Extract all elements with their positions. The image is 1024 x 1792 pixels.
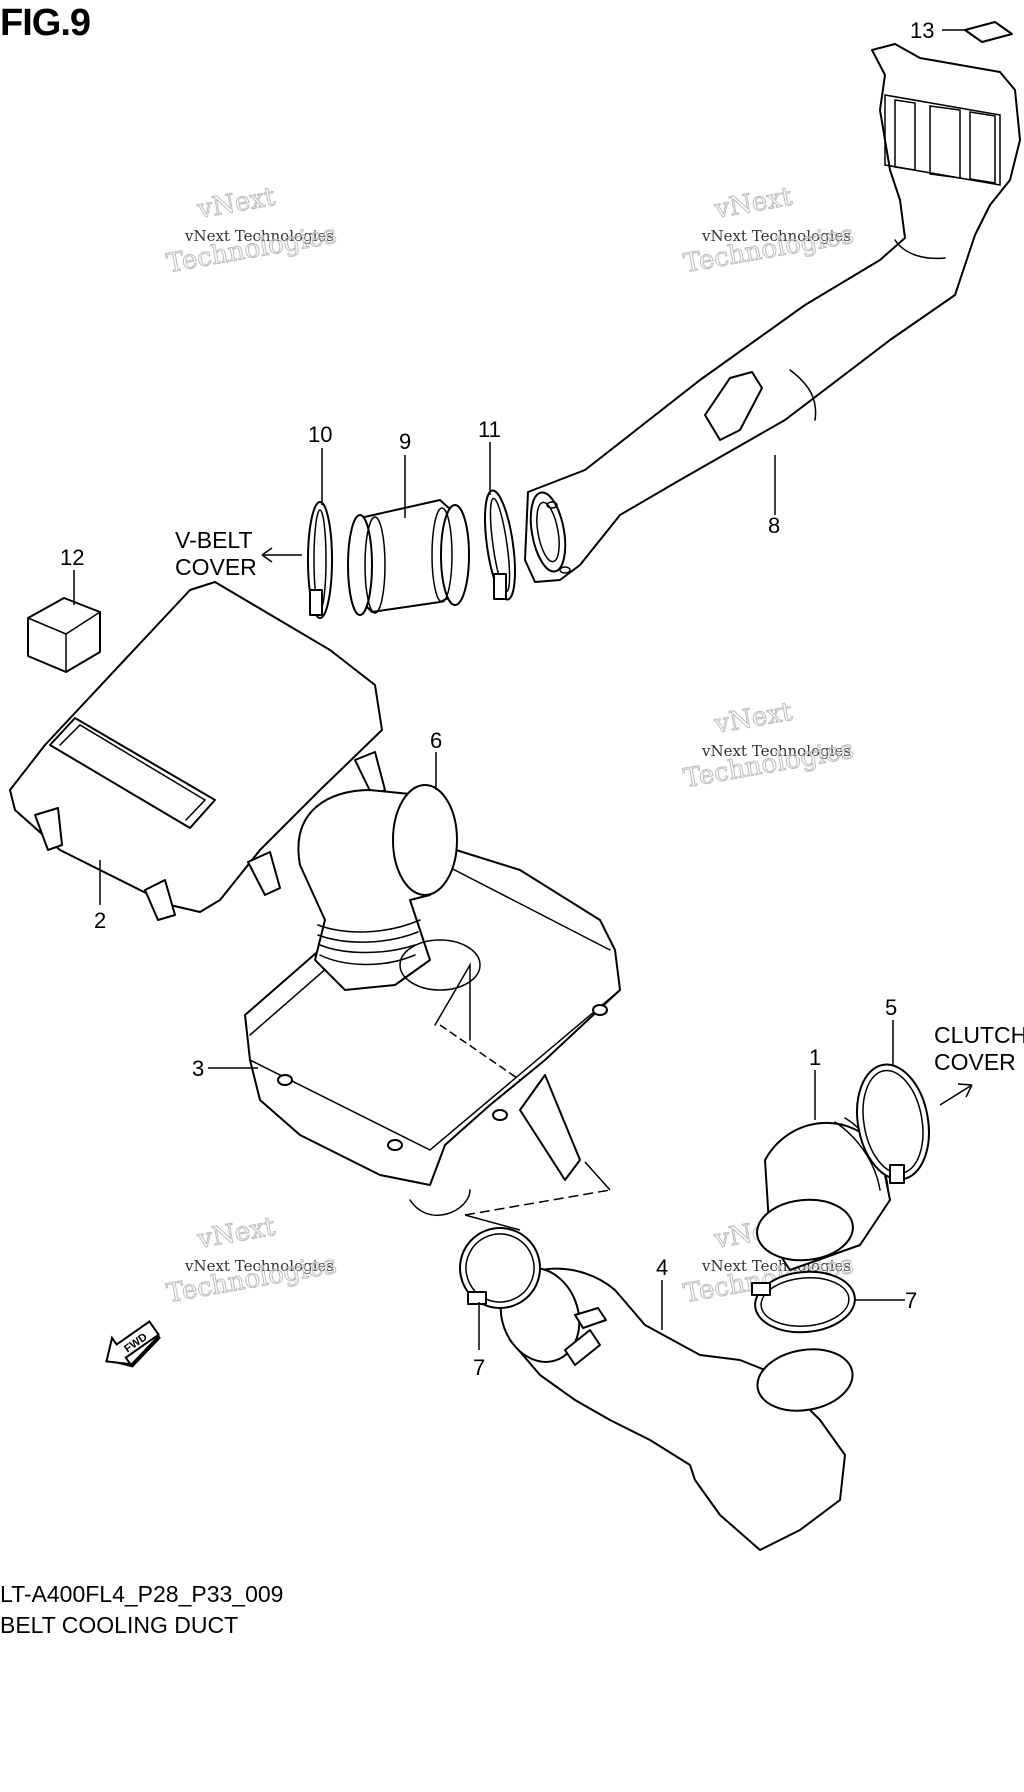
callout-7-right: 7	[905, 1288, 917, 1313]
part-3-housing-tray	[244, 844, 621, 1217]
callout-2: 2	[94, 908, 106, 933]
watermark-large-top: vNext	[194, 1212, 277, 1255]
watermark-4: vNext vNext Technologies Technologies	[681, 696, 857, 794]
part-1-elbow-joint	[756, 1117, 891, 1271]
watermark-large-top: vNext	[194, 182, 277, 225]
part-5-clamp	[856, 1063, 930, 1184]
figure-title: FIG.9	[0, 2, 91, 44]
watermark-small: vNext Technologies	[701, 227, 851, 245]
figure-code: LT-A400FL4_P28_P33_009	[0, 1581, 284, 1607]
clutch-cover-label-line1: CLUTCH	[934, 1022, 1024, 1048]
connection-lines	[439, 1024, 611, 1231]
callout-1: 1	[809, 1045, 821, 1070]
clutch-cover-label-line2: COVER	[934, 1049, 1016, 1075]
watermark-5: vNext vNext Technologies Technologies	[164, 1211, 340, 1309]
watermark-small: vNext Technologies	[701, 742, 851, 760]
part-10-clamp	[307, 501, 333, 619]
watermark-small: vNext Technologies	[184, 1257, 334, 1275]
part-7-clamp-right	[751, 1270, 856, 1334]
callout-11: 11	[478, 417, 501, 442]
vbelt-arrow-icon	[261, 547, 302, 563]
watermark-large-top: vNext	[711, 182, 794, 225]
callout-4: 4	[656, 1255, 668, 1280]
callout-13: 13	[910, 18, 934, 43]
direction-labels: V-BELT COVER CLUTCH COVER	[175, 527, 1024, 1106]
callout-12: 12	[60, 545, 84, 570]
part-2-cover	[9, 581, 386, 921]
vbelt-cover-label-line2: COVER	[175, 554, 257, 580]
part-9-joint-boot	[347, 499, 470, 616]
clutch-arrow-icon	[939, 1083, 973, 1106]
watermark-small: vNext Technologies	[184, 227, 334, 245]
fwd-arrow-icon: FWD	[105, 1320, 161, 1368]
part-12-cube-pad	[27, 597, 101, 673]
watermark-2: vNext vNext Technologies Technologies	[681, 181, 857, 279]
part-13-pad	[964, 21, 1013, 43]
part-8-intake-duct	[524, 43, 1021, 583]
watermark-1: vNext vNext Technologies Technologies	[164, 181, 340, 279]
callout-6: 6	[430, 728, 442, 753]
leader-lines	[73, 29, 965, 1350]
watermark-large-top: vNext	[711, 697, 794, 740]
part-6-elbow-duct	[297, 784, 481, 991]
callout-5: 5	[885, 995, 897, 1020]
callout-8: 8	[768, 513, 780, 538]
callout-9: 9	[399, 429, 411, 454]
figure-name: BELT COOLING DUCT	[0, 1612, 239, 1638]
part-11-clamp	[484, 489, 516, 601]
vbelt-cover-label-line1: V-BELT	[175, 527, 253, 553]
part-7-clamp-left	[459, 1227, 541, 1309]
callout-3: 3	[192, 1056, 204, 1081]
callout-7-left: 7	[473, 1355, 485, 1380]
callout-numbers: 13 10 9 11 8 12 2 6 3 4 1 5 7 7	[60, 18, 934, 1380]
callout-10: 10	[308, 422, 332, 447]
